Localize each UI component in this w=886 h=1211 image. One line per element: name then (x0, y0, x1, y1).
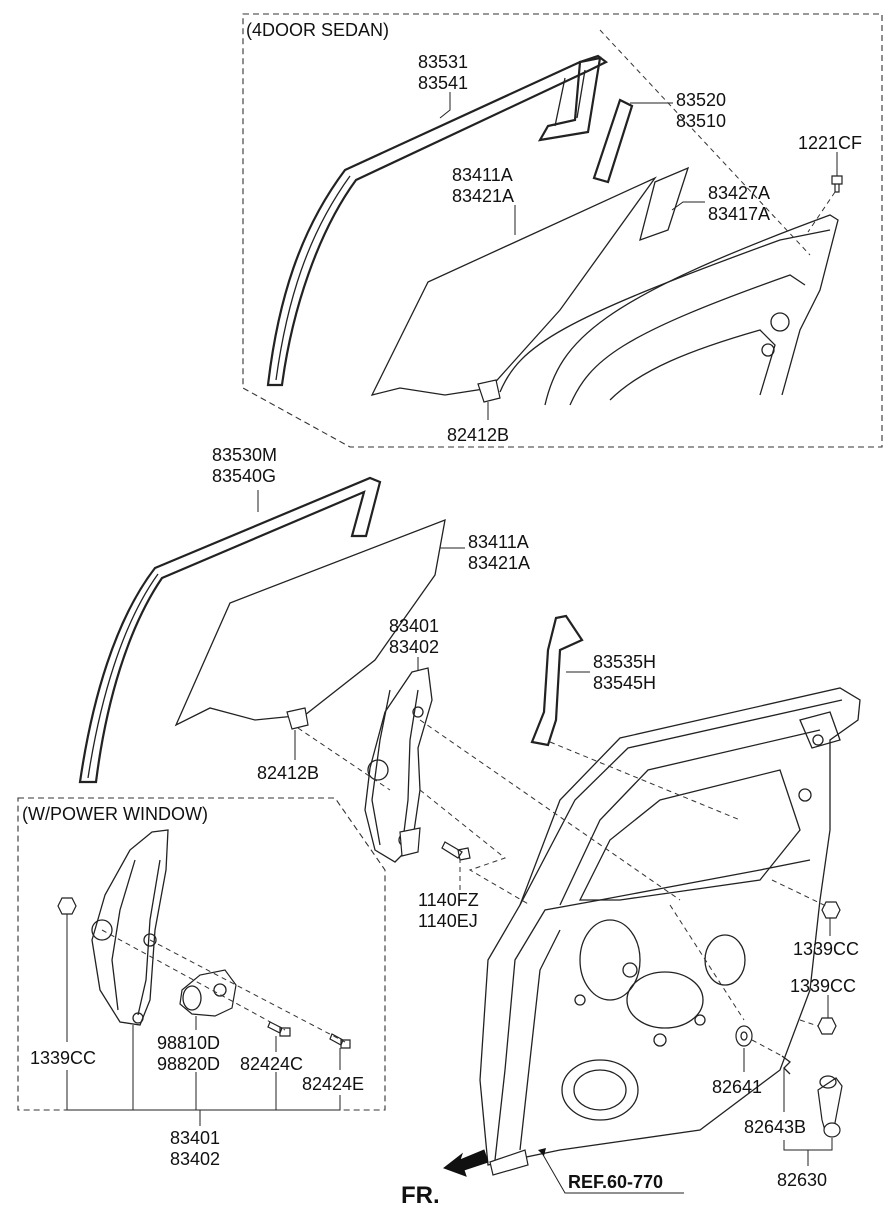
label-1339cc-lower: 1339CC (790, 976, 856, 996)
label-83535h: 83535H (593, 652, 656, 672)
door-inner-panel (479, 687, 861, 1166)
clip-82643b (781, 1055, 791, 1075)
label-82424c: 82424C (240, 1054, 303, 1074)
glass-clip-top (477, 379, 501, 403)
sedan-group: (4DOOR SEDAN) 83531 8354 (242, 13, 883, 448)
nut-1339cc-left (57, 897, 77, 915)
glass-clip-mid (286, 707, 309, 730)
rear-run-channel (530, 614, 584, 747)
label-82630: 82630 (777, 1170, 827, 1190)
bolt-82424e (329, 1033, 351, 1049)
label-83411a-mid: 83411A (468, 532, 529, 552)
reference-label: REF.60-770 (568, 1172, 663, 1192)
front-direction-arrow (442, 1149, 489, 1177)
label-83530m: 83530M (212, 445, 277, 465)
orientation-and-reference: FR. REF.60-770 (401, 1148, 684, 1209)
label-83411a-top: 83411A (452, 165, 513, 185)
main-assembly-group: 83530M 83540G 83411A 83421A 83401 83402 … (78, 445, 861, 1190)
label-83417a: 83417A (708, 204, 770, 224)
label-83531: 83531 (418, 52, 468, 72)
door-frame-top (544, 214, 839, 406)
label-83421a-mid: 83421A (468, 553, 530, 573)
label-83510: 83510 (676, 111, 726, 131)
label-83402-mid: 83402 (389, 637, 439, 657)
division-channel-top (537, 56, 602, 142)
label-82641: 82641 (712, 1077, 762, 1097)
run-channel-top (266, 54, 609, 387)
label-82643b: 82643B (744, 1117, 806, 1137)
door-glass-mid (174, 518, 446, 727)
nut-1339cc-lower (817, 1017, 837, 1035)
power-window-dashed-boundary (17, 797, 386, 1111)
label-83545h: 83545H (593, 673, 656, 693)
label-1339cc-left: 1339CC (30, 1048, 96, 1068)
reference-leader (541, 1152, 684, 1194)
nut-1339cc-upper (821, 901, 841, 919)
label-83401-mid: 83401 (389, 616, 439, 636)
label-82424e: 82424E (302, 1074, 364, 1094)
run-channel-mid (78, 476, 382, 784)
bolt-1140fz (441, 841, 471, 861)
bolt-82424c (267, 1021, 291, 1037)
label-83401-bottom: 83401 (170, 1128, 220, 1148)
label-98810d: 98810D (157, 1033, 220, 1053)
window-regulator-mid (364, 667, 433, 863)
power-window-group: (W/POWER WINDOW) 1339CC 98810D 98820D 82 (17, 797, 386, 1169)
label-82412b-mid: 82412B (257, 763, 319, 783)
sedan-dashed-boundary (242, 13, 883, 448)
label-82412b-top: 82412B (447, 425, 509, 445)
washer-82641 (735, 1025, 753, 1047)
bolt-1221cf (831, 175, 843, 193)
quarter-glass-top (639, 166, 690, 242)
label-98820d: 98820D (157, 1054, 220, 1074)
label-83520: 83520 (676, 90, 726, 110)
run-channel-top-inner (275, 175, 351, 381)
power-window-regulator (91, 829, 169, 1026)
label-83540g: 83540G (212, 466, 276, 486)
power-window-group-title: (W/POWER WINDOW) (22, 804, 208, 824)
label-83427a: 83427A (708, 183, 770, 203)
delta-molding-top (592, 98, 634, 184)
sedan-group-title: (4DOOR SEDAN) (246, 20, 389, 40)
label-1221cf: 1221CF (798, 133, 862, 153)
label-83421a-top: 83421A (452, 186, 514, 206)
front-direction-label: FR. (401, 1182, 440, 1209)
door-glass-top (370, 176, 657, 396)
power-window-motor (179, 969, 237, 1017)
label-1140ej: 1140EJ (418, 911, 478, 931)
label-83541: 83541 (418, 73, 468, 93)
label-83402-bottom: 83402 (170, 1149, 220, 1169)
label-1140fz: 1140FZ (418, 890, 479, 910)
label-1339cc-upper: 1339CC (793, 939, 859, 959)
